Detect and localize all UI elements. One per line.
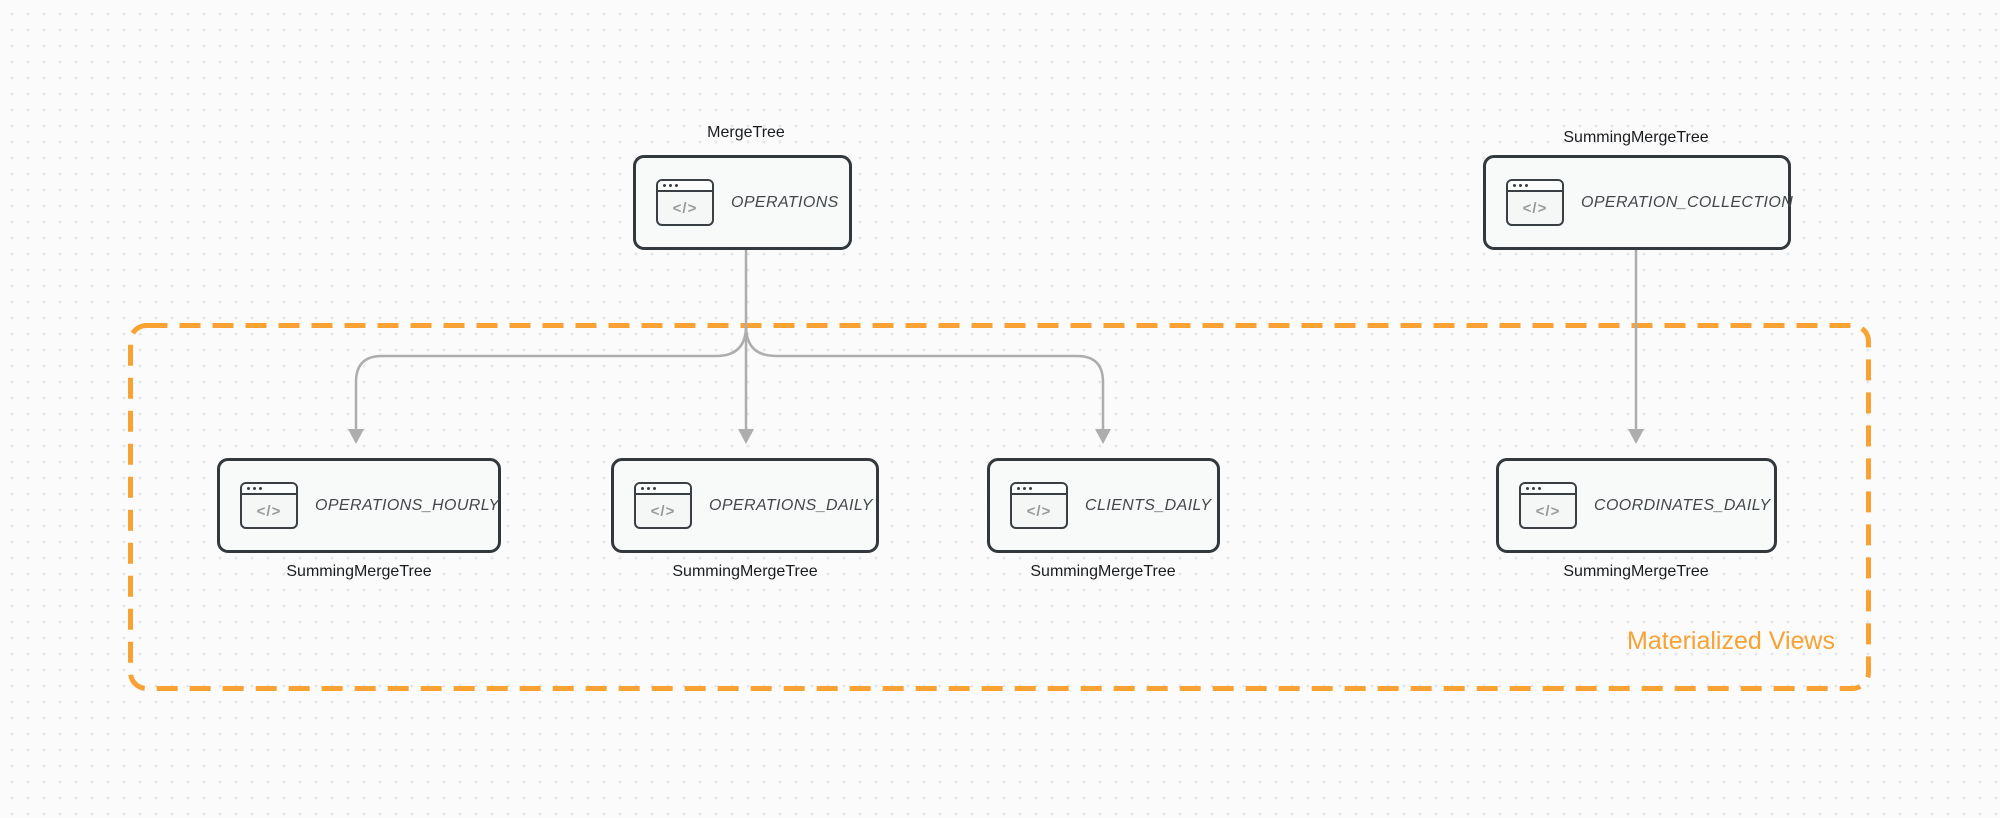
arrowhead-operations-hourly [348, 429, 364, 444]
code-glyph-icon: </> [1026, 502, 1052, 520]
engine-label-clients-daily: SummingMergeTree [1030, 563, 1176, 580]
code-window-icon: </> [1519, 482, 1577, 529]
code-window-icon: </> [240, 482, 298, 529]
code-window-icon: </> [634, 482, 692, 529]
code-glyph-icon: </> [672, 199, 698, 217]
engine-label-coordinates-daily: SummingMergeTree [1563, 563, 1709, 580]
code-glyph-icon: </> [256, 502, 282, 520]
table-name: COORDINATES_DAILY [1594, 496, 1771, 514]
arrowhead-coordinates-daily [1628, 429, 1644, 444]
materialized-views-group-border [128, 323, 1871, 691]
table-name: OPERATIONS_DAILY [709, 496, 873, 514]
table-name: OPERATIONS [731, 193, 839, 211]
engine-label-operations-daily: SummingMergeTree [672, 563, 818, 580]
table-name: OPERATION_COLLECTION [1581, 193, 1794, 211]
window-dots-icon [1012, 484, 1066, 495]
node-clients-daily[interactable]: </> CLIENTS_DAILY [987, 458, 1220, 553]
code-window-icon: </> [1506, 179, 1564, 226]
code-window-icon: </> [656, 179, 714, 226]
code-glyph-icon: </> [1522, 199, 1548, 217]
node-coordinates-daily[interactable]: </> COORDINATES_DAILY [1496, 458, 1777, 553]
node-operations-daily[interactable]: </> OPERATIONS_DAILY [611, 458, 879, 553]
code-glyph-icon: </> [650, 502, 676, 520]
window-dots-icon [636, 484, 690, 495]
edge-operations-to-clients-daily [744, 325, 1105, 430]
edge-operations-to-operations-hourly [354, 325, 748, 430]
code-window-icon: </> [1010, 482, 1068, 529]
window-dots-icon [1521, 484, 1575, 495]
arrowhead-operations-daily [738, 429, 754, 444]
table-name: OPERATIONS_HOURLY [315, 496, 500, 514]
node-operation-collection[interactable]: </> OPERATION_COLLECTION [1483, 155, 1794, 250]
node-operations[interactable]: </> OPERATIONS [633, 155, 852, 250]
code-glyph-icon: </> [1535, 502, 1561, 520]
engine-label-operations-hourly: SummingMergeTree [286, 563, 432, 580]
window-dots-icon [658, 181, 712, 192]
table-name: CLIENTS_DAILY [1085, 496, 1212, 514]
window-dots-icon [1508, 181, 1562, 192]
window-dots-icon [242, 484, 296, 495]
arrowhead-clients-daily [1095, 429, 1111, 444]
node-operations-hourly[interactable]: </> OPERATIONS_HOURLY [217, 458, 501, 553]
materialized-views-group-label: Materialized Views [1627, 627, 1835, 655]
engine-label-operation-collection: SummingMergeTree [1563, 129, 1709, 146]
engine-label-operations: MergeTree [707, 124, 785, 141]
